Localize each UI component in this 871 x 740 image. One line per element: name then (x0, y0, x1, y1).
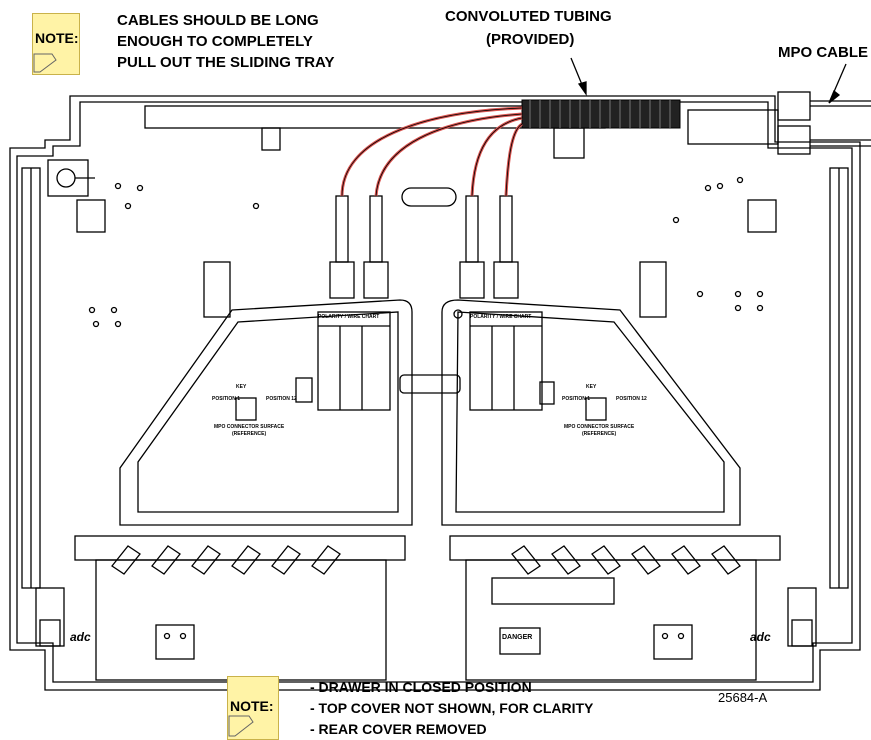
tubing-callout-line-1: CONVOLUTED TUBING (445, 8, 612, 25)
chart-title-left: POLARITY / WIRE CHART (318, 314, 380, 320)
position-12-left: POSITION 12 (266, 396, 297, 402)
note-top-label: NOTE: (35, 30, 79, 46)
figure-id: 25684-A (718, 690, 768, 705)
reference-label-right: (REFERENCE) (582, 431, 617, 437)
note-bottom-label: NOTE: (230, 698, 274, 714)
note-icon-top (32, 13, 80, 75)
note-top-line-3: PULL OUT THE SLIDING TRAY (117, 54, 335, 71)
brand-logo-left: adc (70, 630, 91, 644)
position-1-right: POSITION 1 (562, 396, 591, 402)
mpo-cable-callout: MPO CABLE (778, 44, 868, 61)
note-fold-icon (33, 53, 57, 73)
tubing-callout-line-2: (PROVIDED) (486, 31, 575, 48)
note-top-line-1: CABLES SHOULD BE LONG (117, 12, 319, 29)
note-bottom-line-2: - TOP COVER NOT SHOWN, FOR CLARITY (310, 700, 594, 716)
key-label-left: KEY (236, 384, 247, 390)
position-12-right: POSITION 12 (616, 396, 647, 402)
chart-title-right: POLARITY / WIRE CHART (470, 314, 532, 320)
position-1-left: POSITION 1 (212, 396, 241, 402)
surface-label-right: MPO CONNECTOR SURFACE (564, 424, 635, 430)
brand-logo-right: adc (750, 630, 771, 644)
note-top-line-2: ENOUGH TO COMPLETELY (117, 33, 313, 50)
note-bottom-line-3: - REAR COVER REMOVED (310, 721, 487, 737)
note-fold-icon (228, 715, 254, 737)
key-label-right: KEY (586, 384, 597, 390)
reference-label-left: (REFERENCE) (232, 431, 267, 437)
note-icon-bottom (227, 676, 279, 740)
surface-label-left: MPO CONNECTOR SURFACE (214, 424, 285, 430)
note-bottom-line-1: - DRAWER IN CLOSED POSITION (310, 679, 532, 695)
warning-tag: DANGER (502, 634, 533, 641)
